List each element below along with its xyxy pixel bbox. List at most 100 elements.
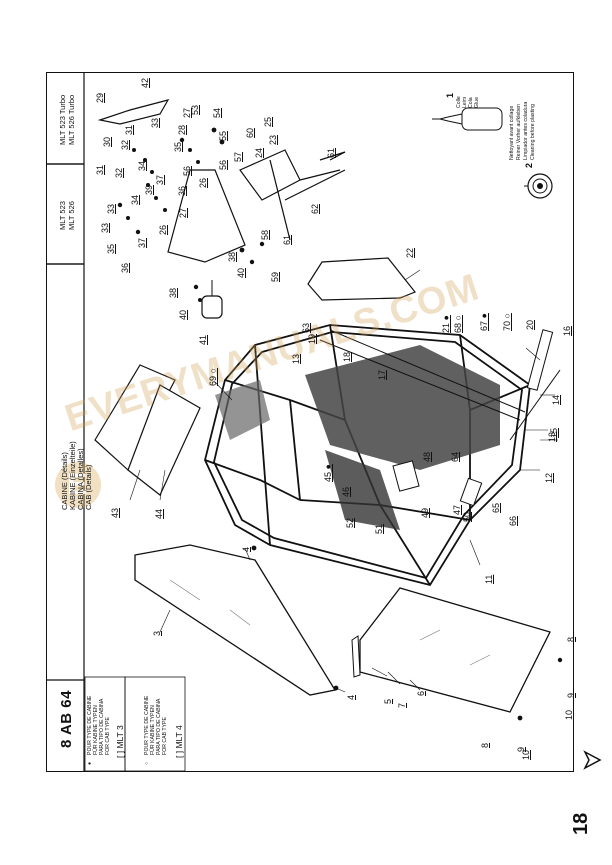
part-callout-56: 42 (140, 77, 150, 88)
part-callout-46: 36 (120, 262, 130, 273)
part-callout-64: 50 (462, 511, 472, 522)
part-callout-2: 4 (346, 694, 356, 700)
rear-window-22 (307, 257, 416, 301)
part-callout-26: 24 (254, 147, 264, 158)
product-2-line-2: Reiner Vorher aufkleben (516, 104, 522, 160)
part-callout-15: 13 (291, 353, 301, 364)
part-callout-59: 45 ● (323, 464, 333, 482)
part-callout-81: 65 (491, 502, 501, 513)
mesh-panel-46 (305, 345, 500, 470)
gas-strut-41 (201, 280, 223, 319)
product-2-line-3: Limpiador antes coladura (523, 101, 529, 160)
part-callout-67: 53 (190, 104, 200, 115)
part-callout-84: 68 ○ (453, 315, 463, 333)
part-callout-19: 17 (377, 369, 387, 380)
part-callout-74: 59 (270, 271, 280, 282)
part-callout-70: 56 (218, 159, 228, 170)
page-frame (46, 72, 574, 772)
part-callout-86: 70 ○ (502, 313, 512, 331)
part-callout-33: 29 (95, 92, 105, 103)
part-callout-45: 35 (173, 141, 183, 152)
glue-bottle-icon (432, 107, 503, 131)
part-callout-16: 14 (551, 394, 561, 405)
part-callout-36: 31 (95, 164, 105, 175)
part-callout-21: 19 (307, 333, 317, 344)
part-callout-82: 66 (508, 515, 518, 526)
part-callout-85: 69 ○ (208, 368, 218, 386)
part-callout-69: 55 (218, 130, 228, 141)
part-callout-58: 44 (154, 508, 164, 519)
part-callout-48: 37 (137, 237, 147, 248)
part-callout-73: 58 (260, 229, 270, 240)
watermark-logo-icon: E (55, 462, 101, 508)
part-callout-79: 63 (301, 322, 311, 333)
part-callout-42: 34 (130, 194, 140, 205)
part-callout-10: 10 (521, 749, 531, 760)
part-callout-57: 43 (110, 507, 120, 518)
part-callout-72: 57 (233, 151, 243, 162)
part-callout-11: 10 (564, 709, 574, 720)
cab-type-box-2 (124, 676, 186, 772)
part-callout-37: 32 (120, 139, 130, 150)
door-upper-assembly (97, 99, 346, 263)
part-callout-3: 5 (383, 698, 393, 704)
product-1-ref: 1 (445, 92, 455, 98)
part-callout-83: 67 ● (479, 313, 489, 331)
side-windows-43-44 (94, 364, 201, 496)
part-callout-47: 36 (177, 185, 187, 196)
part-callout-25: 23 (268, 134, 278, 145)
part-callout-54: 40 (236, 267, 246, 278)
mesh-panel-51 (325, 450, 400, 530)
part-callout-71: 56 (182, 165, 192, 176)
part-callout-75: 60 (245, 127, 255, 138)
hardware-dots (117, 127, 563, 721)
part-callout-6: 8 (480, 742, 490, 748)
part-callout-63: 49 (420, 507, 430, 518)
mesh-panel-45 (215, 380, 270, 440)
part-callout-0: 3 (152, 630, 162, 636)
part-callout-68: 54 (212, 107, 222, 118)
part-callout-4: 6 (416, 690, 426, 696)
part-callout-17: 15 (549, 427, 559, 438)
part-callout-52: 39 (144, 184, 154, 195)
part-callout-80: 64 (450, 451, 460, 462)
part-callout-43: 34 (137, 160, 147, 171)
part-callout-50: 38 (168, 287, 178, 298)
part-callout-5: 7 (397, 702, 407, 708)
part-callout-53: 40 (178, 309, 188, 320)
part-callout-22: 20 (525, 319, 535, 330)
part-callout-12: 11 (484, 574, 494, 584)
part-callout-61: 47 (452, 504, 462, 515)
part-callout-34: 30 (102, 136, 112, 147)
part-callout-23: 21 ● (441, 315, 451, 333)
part-callout-29: 26 (198, 177, 208, 188)
product-1-line-4: Glue (474, 97, 480, 108)
part-callout-24: 22 (405, 247, 415, 258)
part-callout-44: 35 (106, 243, 116, 254)
part-callout-65: 51 (374, 523, 384, 534)
part-callout-35: 31 (124, 124, 134, 135)
part-callout-38: 32 (114, 167, 124, 178)
part-callout-66: 52 (345, 517, 355, 528)
part-callout-32: 28 (177, 124, 187, 135)
part-callout-51: 38 (227, 251, 237, 262)
part-callout-62: 48 (422, 451, 432, 462)
part-callout-41: 33 (150, 117, 160, 128)
part-callout-13: 12 (544, 472, 554, 483)
part-callout-27: 25 (263, 116, 273, 127)
door-glass-6 (351, 587, 551, 713)
part-callout-1: 4 (241, 546, 251, 552)
part-callout-60: 46 (341, 486, 351, 497)
part-callout-28: 26 (158, 224, 168, 235)
product-2-line-1: Nettoyant avant collage (509, 105, 515, 160)
product-2-ref: 2 (524, 162, 534, 168)
part-callout-40: 33 (106, 203, 116, 214)
product-2-line-4: Cleaning before plasting (530, 104, 536, 160)
part-callout-55: 41 (198, 334, 208, 345)
part-callout-20: 18 (342, 351, 352, 362)
part-callout-39: 33 (100, 222, 110, 233)
part-callout-78: 62 (310, 203, 320, 214)
part-callout-18: 16 (562, 325, 572, 336)
